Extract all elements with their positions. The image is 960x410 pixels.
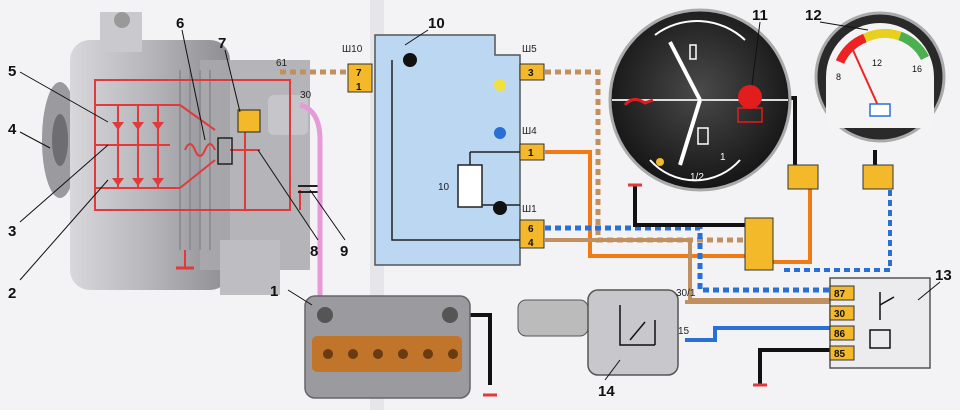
label-volt-8: 8: [836, 72, 841, 82]
dot-black-bottom: [493, 201, 507, 215]
wire-sh1-blue: [545, 225, 830, 293]
voltmeter-yellow-zone: [863, 28, 902, 43]
callout-5: 5: [8, 63, 16, 80]
label-volt-16: 16: [912, 64, 922, 74]
battery-warning-lamp: [738, 85, 762, 109]
callout-3: 3: [8, 223, 16, 240]
alternator-rear-terminal: [268, 95, 308, 135]
label-fuel-half: 1/2: [690, 172, 704, 183]
fuel-needle: [678, 99, 702, 166]
label-resistor: 10: [438, 182, 450, 193]
resistor: [457, 164, 483, 208]
wire-orange-to-gauge: [760, 175, 812, 264]
fuel-pump-icon: [697, 127, 709, 145]
relay: [829, 277, 931, 369]
voltage-regulator: [237, 109, 261, 133]
dot-yellow: [494, 79, 506, 91]
label-sh1: Ш1: [522, 204, 537, 215]
alternator: [42, 12, 320, 295]
wire-15: [685, 326, 830, 342]
callout-8: 8: [310, 243, 318, 260]
callout-11: 11: [752, 7, 768, 24]
gauge-connectors: [744, 164, 894, 271]
connector-sh1: [519, 219, 545, 249]
pin-sh10-1: 1: [356, 82, 362, 93]
pin-relay-87: 87: [834, 289, 846, 300]
callout-7: 7: [218, 35, 226, 52]
label-term-30-1: 30/1: [676, 288, 696, 299]
label-volt-12: 12: [872, 58, 882, 68]
coolant-temp-icon: [689, 44, 697, 60]
pin-relay-30: 30: [834, 309, 846, 320]
wire-voltmeter: [780, 190, 892, 272]
pin-sh4-1: 1: [528, 148, 534, 159]
fuel-reserve-lamp: [656, 158, 664, 166]
pin-sh1-6: 6: [528, 224, 534, 235]
wire-sh4-orange: [545, 150, 760, 258]
pin-relay-86: 86: [834, 329, 846, 340]
label-term-30: 30: [300, 90, 312, 101]
label-sh4: Ш4: [522, 126, 537, 137]
voltmeter-battery-icon: [869, 103, 891, 117]
wire-battery-pink: [299, 102, 323, 300]
callout-14: 14: [598, 383, 615, 400]
leader-lines: [19, 21, 941, 381]
connector-sh10: [347, 63, 373, 93]
battery-cells: [312, 336, 462, 372]
callout-4: 4: [8, 121, 17, 138]
rectifier-diodes: [112, 122, 164, 186]
voltmeter-green-zone: [898, 31, 930, 61]
connector-sh4: [519, 143, 545, 161]
voltmeter-needle: [851, 47, 881, 111]
connector-sh5: [519, 63, 545, 81]
callout-9: 9: [340, 243, 348, 260]
callout-labels: 1 2 3 4 5 6 7 8 9 10 11 12 13 14: [8, 7, 952, 400]
dot-blue: [494, 127, 506, 139]
rotor-brushes: [217, 137, 233, 165]
pin-sh10-7: 7: [356, 68, 362, 79]
label-sh10: Ш10: [342, 44, 363, 55]
mounting-block-body: [374, 34, 521, 266]
label-sh5: Ш5: [522, 44, 537, 55]
dot-black-top: [403, 53, 417, 67]
pin-relay-85: 85: [834, 349, 846, 360]
voltmeter-red-zone: [835, 33, 867, 64]
voltmeter: [814, 11, 946, 143]
wire-ground: [633, 185, 745, 227]
callout-13: 13: [935, 267, 952, 284]
callout-2: 2: [8, 285, 16, 302]
oil-pressure-icon: [623, 98, 654, 107]
label-mark-one: 1: [720, 152, 726, 163]
mounting-block: [347, 34, 545, 266]
ignition-switch: [517, 289, 679, 376]
callout-12: 12: [805, 7, 822, 24]
callout-10: 10: [428, 15, 445, 32]
ground-symbols: [483, 183, 767, 397]
temp-needle: [668, 41, 702, 101]
stator-winding: [184, 143, 216, 157]
pin-sh5-3: 3: [528, 68, 534, 79]
battery: [304, 295, 471, 399]
ignition-key: [517, 299, 589, 337]
label-term-15: 15: [678, 326, 690, 337]
pin-labels: 61 30 Ш10 Ш5 Ш4 Ш1 7 1 3 1 6 4 10 1/2 1 …: [276, 44, 922, 360]
battery-icon: [737, 107, 763, 123]
callout-1: 1: [270, 283, 278, 300]
label-term-61: 61: [276, 58, 288, 69]
callout-6: 6: [176, 15, 184, 32]
gauge-cluster: [608, 8, 792, 192]
ignition-lock-body: [587, 289, 679, 376]
wire-85-ground: [758, 348, 830, 385]
pin-sh1-4: 4: [528, 238, 534, 249]
